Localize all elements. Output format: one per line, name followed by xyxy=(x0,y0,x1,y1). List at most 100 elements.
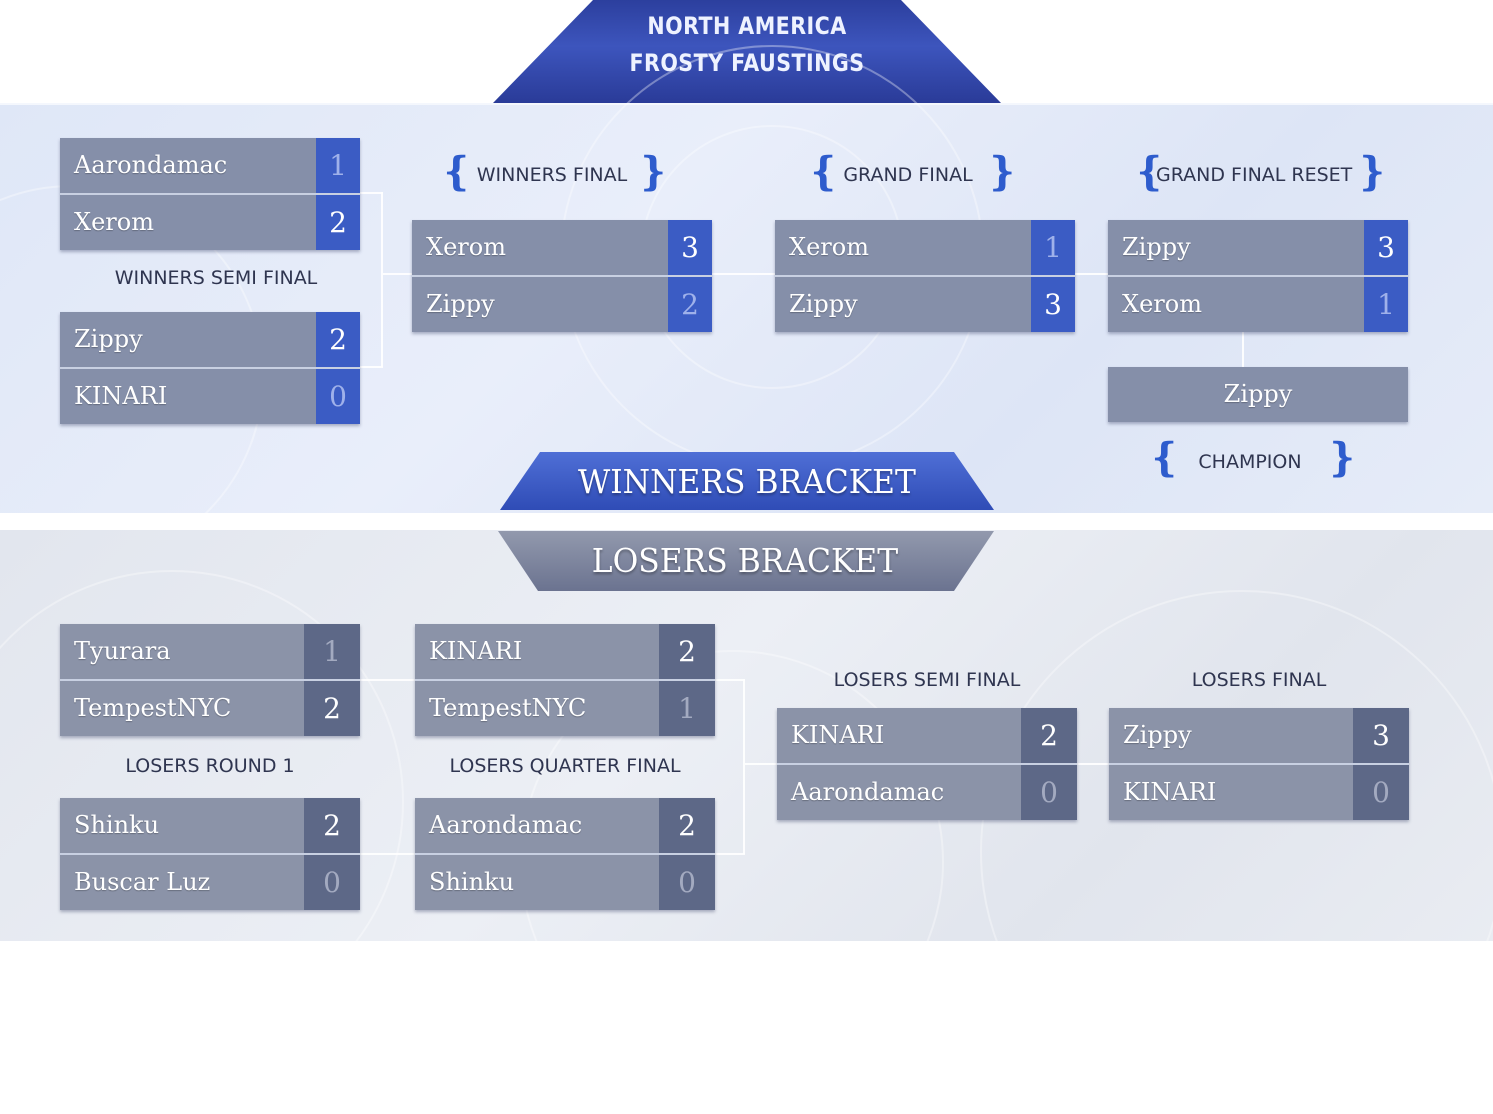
player-score: 1 xyxy=(659,681,715,736)
player-row[interactable]: Xerom 1 xyxy=(1108,275,1408,332)
player-row[interactable]: Aarondamac 1 xyxy=(60,138,360,193)
player-row[interactable]: Xerom 1 xyxy=(775,220,1075,275)
connector xyxy=(745,763,777,765)
connector xyxy=(360,853,415,855)
player-name: Xerom xyxy=(1108,277,1364,332)
winners-final-match[interactable]: Xerom 3 Zippy 2 xyxy=(412,220,712,332)
player-score: 2 xyxy=(316,312,360,367)
player-row[interactable]: Xerom 3 xyxy=(412,220,712,275)
player-score: 0 xyxy=(304,855,360,910)
player-score: 1 xyxy=(1031,220,1075,275)
player-score: 3 xyxy=(1031,277,1075,332)
losers-round1-a-match[interactable]: Tyurara 1 TempestNYC 2 xyxy=(60,624,360,736)
laurel-right-icon: ❵ xyxy=(1325,435,1359,481)
player-name: KINARI xyxy=(1109,765,1353,820)
losers-quarter-b-match[interactable]: Aarondamac 2 Shinku 0 xyxy=(415,798,715,910)
champion-name: Zippy xyxy=(1108,367,1408,422)
player-score: 0 xyxy=(1021,765,1077,820)
player-score: 0 xyxy=(316,369,360,424)
player-row[interactable]: Shinku 2 xyxy=(60,798,360,853)
losers-semi-final-match[interactable]: KINARI 2 Aarondamac 0 xyxy=(777,708,1077,820)
winners-semi-2-match[interactable]: Zippy 2 KINARI 0 xyxy=(60,312,360,424)
connector xyxy=(1242,330,1244,368)
player-row[interactable]: Shinku 0 xyxy=(415,853,715,910)
player-name: Zippy xyxy=(1108,220,1364,275)
player-name: KINARI xyxy=(60,369,316,424)
player-name: Buscar Luz xyxy=(60,855,304,910)
laurel-left-icon: ❴ xyxy=(807,149,841,195)
player-row[interactable]: TempestNYC 2 xyxy=(60,679,360,736)
player-score: 3 xyxy=(1364,220,1408,275)
player-name: Zippy xyxy=(1109,708,1353,763)
player-name: Xerom xyxy=(775,220,1031,275)
grand-final-reset-label: GRAND FINAL RESET xyxy=(1156,164,1353,186)
losers-quarter-a-match[interactable]: KINARI 2 TempestNYC 1 xyxy=(415,624,715,736)
losers-final-match[interactable]: Zippy 3 KINARI 0 xyxy=(1109,708,1409,820)
player-row[interactable]: Aarondamac 2 xyxy=(415,798,715,853)
player-row[interactable]: Xerom 2 xyxy=(60,193,360,250)
winners-semi-final-label: WINNERS SEMI FINAL xyxy=(114,267,318,289)
player-name: Shinku xyxy=(415,855,659,910)
player-row[interactable]: Zippy 3 xyxy=(1108,220,1408,275)
player-name: KINARI xyxy=(777,708,1021,763)
player-row[interactable]: Aarondamac 0 xyxy=(777,763,1077,820)
player-name: TempestNYC xyxy=(60,681,304,736)
player-row[interactable]: TempestNYC 1 xyxy=(415,679,715,736)
player-score: 1 xyxy=(1364,277,1408,332)
connector xyxy=(743,679,745,854)
laurel-left-icon: ❴ xyxy=(1148,435,1182,481)
connector xyxy=(383,273,413,275)
player-row[interactable]: KINARI 0 xyxy=(60,367,360,424)
laurel-left-icon: ❴ xyxy=(1133,149,1167,195)
player-score: 3 xyxy=(668,220,712,275)
connector xyxy=(712,273,776,275)
losers-round1-label: LOSERS ROUND 1 xyxy=(125,755,295,777)
header-region: NORTH AMERICA xyxy=(647,12,847,40)
player-score: 1 xyxy=(316,138,360,193)
champion-box[interactable]: Zippy xyxy=(1108,367,1408,422)
player-name: KINARI xyxy=(415,624,659,679)
player-name: Aarondamac xyxy=(415,798,659,853)
player-score: 2 xyxy=(304,681,360,736)
player-row[interactable]: Zippy 2 xyxy=(60,312,360,367)
connector xyxy=(1075,273,1108,275)
champion-label: CHAMPION xyxy=(1198,451,1302,473)
laurel-right-icon: ❵ xyxy=(1355,149,1389,195)
player-row[interactable]: Zippy 2 xyxy=(412,275,712,332)
player-row[interactable]: Buscar Luz 0 xyxy=(60,853,360,910)
losers-quarter-final-label: LOSERS QUARTER FINAL xyxy=(449,755,681,777)
player-score: 2 xyxy=(304,798,360,853)
connector xyxy=(360,366,383,368)
grand-final-reset-match[interactable]: Zippy 3 Xerom 1 xyxy=(1108,220,1408,332)
player-score: 2 xyxy=(1021,708,1077,763)
losers-bracket-title: LOSERS BRACKET xyxy=(591,541,899,580)
player-row[interactable]: KINARI 0 xyxy=(1109,763,1409,820)
player-score: 2 xyxy=(659,798,715,853)
player-row[interactable]: Tyurara 1 xyxy=(60,624,360,679)
winners-semi-1-match[interactable]: Aarondamac 1 Xerom 2 xyxy=(60,138,360,250)
connector xyxy=(360,679,415,681)
player-row[interactable]: Zippy 3 xyxy=(775,275,1075,332)
player-name: Zippy xyxy=(775,277,1031,332)
player-score: 2 xyxy=(316,195,360,250)
connector xyxy=(381,192,383,367)
connector xyxy=(1077,763,1109,765)
player-score: 3 xyxy=(1353,708,1409,763)
laurel-right-icon: ❵ xyxy=(985,149,1019,195)
losers-round1-b-match[interactable]: Shinku 2 Buscar Luz 0 xyxy=(60,798,360,910)
winners-bracket-banner xyxy=(500,452,994,510)
connector xyxy=(360,192,383,194)
player-row[interactable]: Zippy 3 xyxy=(1109,708,1409,763)
grand-final-label: GRAND FINAL xyxy=(843,164,973,186)
losers-bracket-banner xyxy=(498,531,994,591)
player-row[interactable]: KINARI 2 xyxy=(777,708,1077,763)
winners-final-label: WINNERS FINAL xyxy=(476,164,628,186)
player-score: 1 xyxy=(304,624,360,679)
player-name: Zippy xyxy=(60,312,316,367)
grand-final-match[interactable]: Xerom 1 Zippy 3 xyxy=(775,220,1075,332)
losers-semi-final-label: LOSERS SEMI FINAL xyxy=(833,669,1021,691)
player-row[interactable]: KINARI 2 xyxy=(415,624,715,679)
connector xyxy=(715,679,745,681)
player-score: 0 xyxy=(659,855,715,910)
player-name: Shinku xyxy=(60,798,304,853)
